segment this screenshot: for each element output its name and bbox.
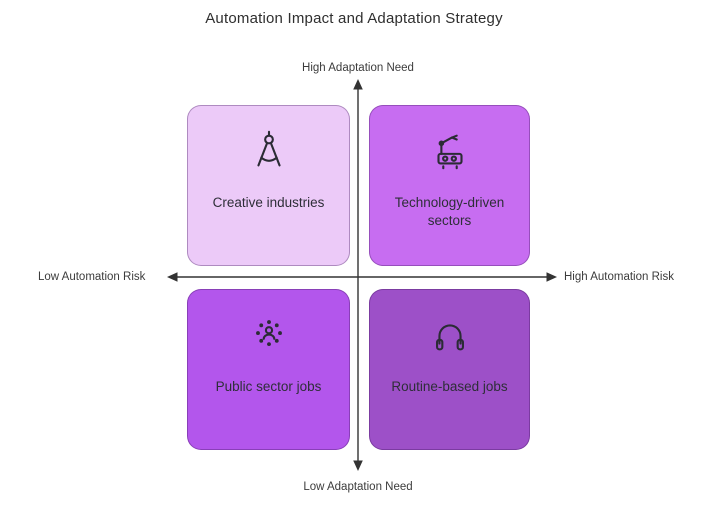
quadrant-label: Creative industries — [212, 195, 325, 210]
axis-label-left: Low Automation Risk — [38, 271, 146, 283]
quadrant-label: Technology-driven sectors — [394, 195, 505, 229]
quadrant-public-sector-jobs: Public sector jobs — [187, 289, 350, 450]
quadrant-routine-based-jobs: Routine-based jobs — [369, 289, 530, 450]
robot-arm-icon — [427, 128, 473, 174]
quadrant-technology-driven-sectors: Technology-driven sectors — [369, 105, 530, 266]
drafting-compass-icon — [246, 128, 292, 174]
axis-label-top: High Adaptation Need — [302, 62, 414, 74]
axis-label-right: High Automation Risk — [564, 271, 674, 283]
page-title: Automation Impact and Adaptation Strateg… — [205, 10, 503, 27]
people-network-icon — [246, 312, 292, 358]
quadrant-creative-industries: Creative industries — [187, 105, 350, 266]
headphones-icon — [427, 312, 473, 358]
quadrant-label: Routine-based jobs — [391, 379, 508, 394]
quadrant-label: Public sector jobs — [215, 379, 322, 394]
axis-label-bottom: Low Adaptation Need — [303, 481, 413, 493]
